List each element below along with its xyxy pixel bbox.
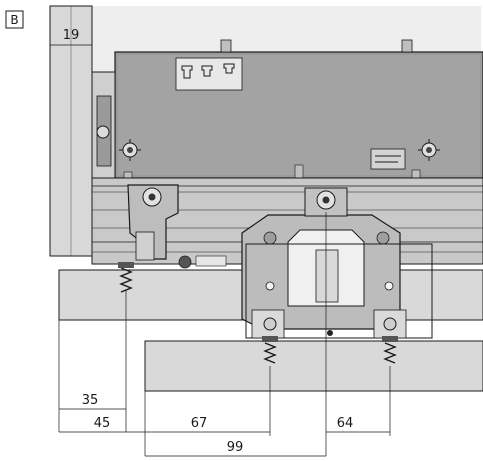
- dimension-67-label: 67: [191, 416, 208, 431]
- panel-label: B: [5, 10, 24, 29]
- dimension-99: 99: [145, 440, 326, 457]
- side-panel: [49, 5, 93, 257]
- logo-block: [370, 148, 406, 170]
- right-adjust-screw: [382, 336, 398, 364]
- housing-screw-right: [418, 139, 440, 161]
- peg: [294, 164, 304, 179]
- door-panel: [144, 340, 483, 392]
- dimension-45-label: 45: [94, 416, 111, 431]
- dimension-19-label: 19: [63, 28, 80, 43]
- panel-label-text: B: [10, 13, 18, 27]
- dimension-19: 19: [49, 28, 93, 48]
- housing-screw-left: [119, 139, 141, 161]
- mounting-plate: [245, 243, 433, 339]
- left-carriage: [127, 184, 227, 269]
- dimension-64-label: 64: [337, 416, 354, 431]
- damper-housing: [114, 39, 483, 179]
- dimension-64: 64: [326, 416, 390, 433]
- dimension-99-label: 99: [227, 440, 244, 455]
- left-adjust-screw: [118, 262, 134, 293]
- dimension-35-label: 35: [82, 393, 99, 408]
- dimension-35: 35: [59, 393, 126, 410]
- dimension-45: 45: [59, 416, 145, 433]
- dimension-67: 67: [145, 416, 270, 433]
- middle-adjust-screw: [262, 336, 278, 364]
- label-plate: [175, 57, 243, 91]
